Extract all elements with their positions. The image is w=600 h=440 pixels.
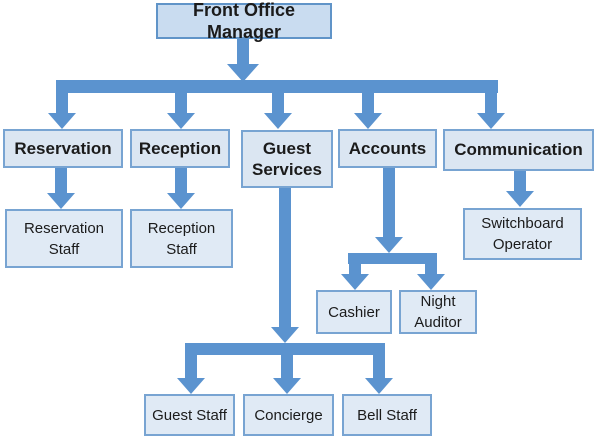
arrow-to-accounts-head <box>354 113 382 129</box>
node-label: Front Office Manager <box>193 0 295 42</box>
arrow-to-reservation-head <box>48 113 76 129</box>
arrow-cashier-head <box>341 274 369 290</box>
arrow-guest-services-down-head <box>271 327 299 343</box>
node-label: Communication <box>454 140 583 160</box>
arrow-reservation-staff-shaft <box>55 167 67 194</box>
node-label: Switchboard Operator <box>481 215 564 253</box>
node-label: Guest Services <box>252 138 322 179</box>
arrow-night-auditor-shaft <box>425 263 437 276</box>
arrow-reception-staff-head <box>167 193 195 209</box>
guest-services-children-bar <box>185 343 385 355</box>
node-reservation: Reservation <box>3 129 123 168</box>
arrow-bell-staff-head <box>365 378 393 394</box>
arrow-to-communication-shaft <box>485 92 497 114</box>
arrow-concierge-head <box>273 378 301 394</box>
arrow-to-communication-head <box>477 113 505 129</box>
arrow-to-reservation-shaft <box>56 92 68 114</box>
node-reception: Reception <box>130 129 230 168</box>
node-night-auditor: Night Auditor <box>399 290 477 334</box>
node-label: Guest Staff <box>152 406 227 424</box>
arrow-accounts-down-shaft <box>383 167 395 238</box>
node-label: Bell Staff <box>357 406 417 424</box>
arrow-bell-staff-shaft <box>373 354 385 379</box>
node-label: Reception <box>138 138 222 158</box>
level2-bar <box>56 80 498 93</box>
node-label: Accounts <box>348 138 427 158</box>
arrow-night-auditor-head <box>417 274 445 290</box>
arrow-guest-staff-shaft <box>185 354 197 379</box>
arrow-switchboard-shaft <box>514 170 526 192</box>
root-arrow-shaft <box>237 38 249 66</box>
arrow-to-accounts-shaft <box>362 92 374 114</box>
accounts-children-bar <box>348 253 437 264</box>
arrow-reception-staff-shaft <box>175 167 187 194</box>
arrow-guest-staff-head <box>177 378 205 394</box>
arrow-switchboard-head <box>506 191 534 207</box>
arrow-concierge-shaft <box>281 354 293 379</box>
node-front-office-manager: Front Office Manager <box>156 0 332 42</box>
arrow-to-reception-head <box>167 113 195 129</box>
node-switchboard-operator: Switchboard Operator <box>463 208 582 260</box>
node-label: Concierge <box>254 406 323 424</box>
node-reservation-staff: Reservation Staff <box>5 209 123 268</box>
arrow-reservation-staff-head <box>47 193 75 209</box>
arrow-cashier-shaft <box>349 263 361 276</box>
node-reception-staff: Reception Staff <box>130 209 233 268</box>
node-bell-staff: Bell Staff <box>342 394 432 436</box>
node-label: Night Auditor <box>414 293 462 331</box>
node-label: Reservation Staff <box>23 219 105 258</box>
arrow-accounts-down-head <box>375 237 403 253</box>
arrow-to-guest-services-head <box>264 113 292 129</box>
node-guest-services: Guest Services <box>241 130 333 188</box>
node-concierge: Concierge <box>243 394 334 436</box>
node-accounts: Accounts <box>338 129 437 168</box>
node-label: Reception Staff <box>147 219 216 258</box>
node-label: Cashier <box>328 303 380 321</box>
node-guest-staff: Guest Staff <box>144 394 235 436</box>
arrow-to-reception-shaft <box>175 92 187 114</box>
node-cashier: Cashier <box>316 290 392 334</box>
arrow-guest-services-down-shaft <box>279 187 291 328</box>
root-arrow-head <box>227 64 259 82</box>
node-label: Reservation <box>14 138 112 158</box>
arrow-to-guest-services-shaft <box>272 92 284 114</box>
node-communication: Communication <box>443 129 594 171</box>
